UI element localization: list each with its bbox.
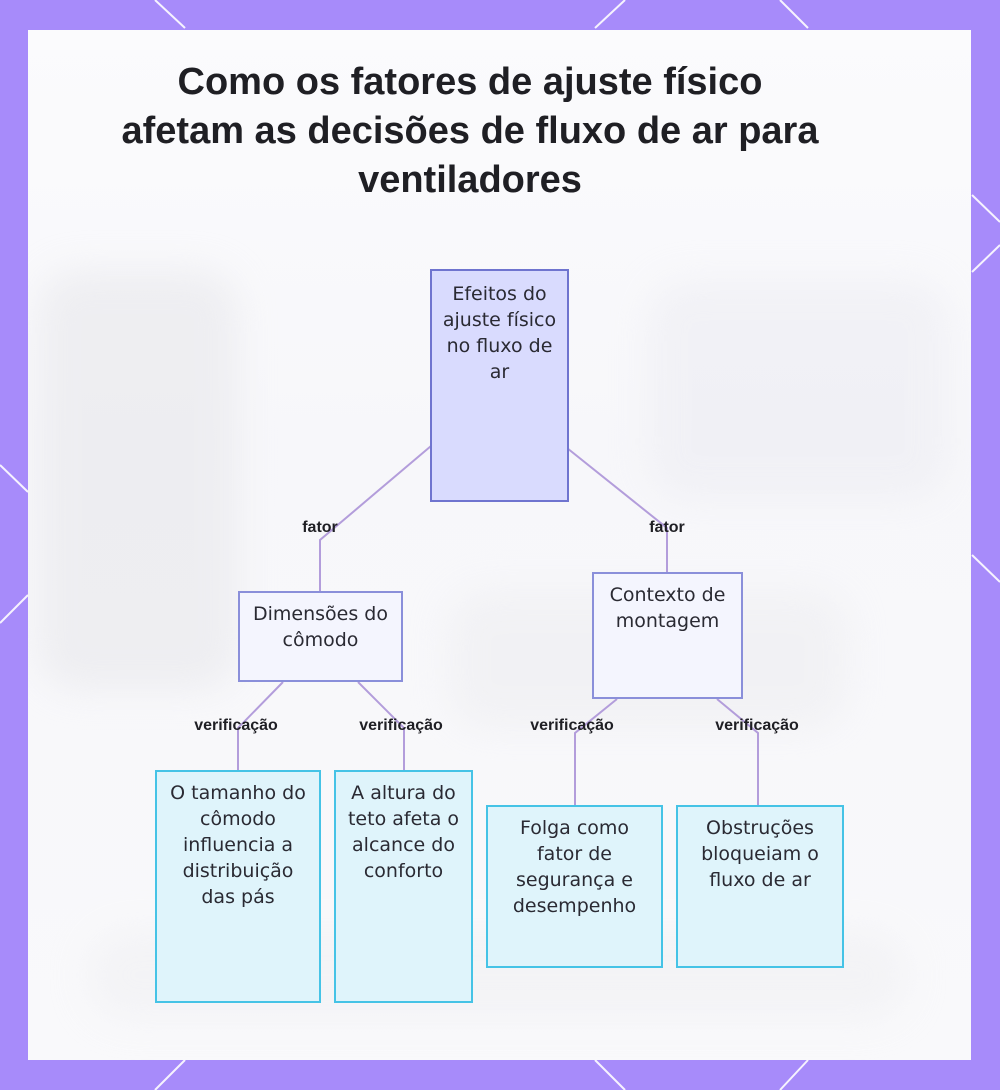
edge-label-room-ceiling: verificação [359, 717, 443, 734]
node-room-size: O tamanho do cômodo influencia a distrib… [155, 770, 321, 1003]
edge-label-mount-clearance: verificação [530, 717, 614, 734]
node-clearance: Folga como fator de segurança e desempen… [486, 805, 663, 968]
edge-label-room-size: verificação [194, 717, 278, 734]
node-obstructions: Obstruções bloqueiam o fluxo de ar [676, 805, 844, 968]
edge-mount-clearance [574, 698, 618, 806]
edge-room-ceiling [357, 681, 405, 771]
edge-label-mount-obstructions: verificação [715, 717, 799, 734]
edge-room-size [237, 681, 284, 771]
node-mounting-context: Contexto de montagem [592, 572, 743, 699]
node-ceiling-height: A altura do teto afeta o alcance do conf… [334, 770, 473, 1003]
edge-label-root-room: fator [302, 519, 338, 536]
edge-mount-obstructions [716, 698, 759, 806]
edge-root-mount [566, 447, 668, 573]
edge-root-room [319, 445, 432, 592]
node-room-dimensions: Dimensões do cômodo [238, 591, 403, 682]
node-root-airflow-effects: Efeitos do ajuste físico no fluxo de ar [430, 269, 569, 502]
edge-label-root-mount: fator [649, 519, 685, 536]
diagram-title: Como os fatores de ajuste físico afetam … [121, 61, 819, 201]
